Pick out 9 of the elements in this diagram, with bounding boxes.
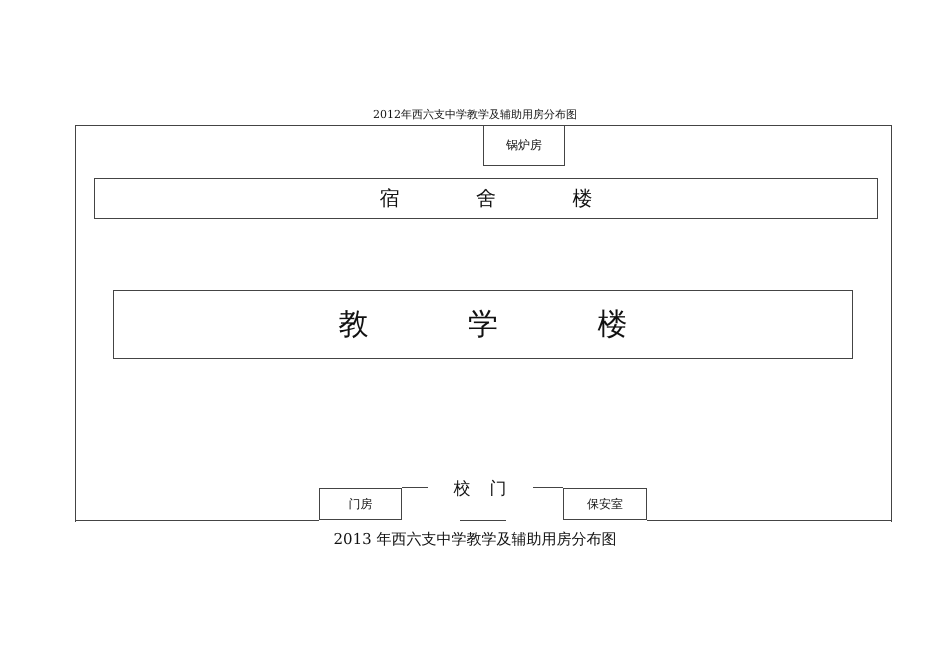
gate-label: 校 门 — [452, 478, 508, 500]
building-box: 教 学 楼 — [113, 290, 853, 359]
title: 2012年西六支中学教学及辅助用房分布图 — [372, 107, 578, 122]
campus-boundary — [75, 125, 892, 522]
building-box: 宿 舍 楼 — [94, 178, 878, 219]
caption: 2013 年西六支中学教学及辅助用房分布图 — [332, 530, 618, 549]
boiler-room-box: 锅炉房 — [483, 125, 565, 166]
room-box: 保安室 — [563, 488, 647, 520]
room-box: 门房 — [319, 488, 402, 520]
